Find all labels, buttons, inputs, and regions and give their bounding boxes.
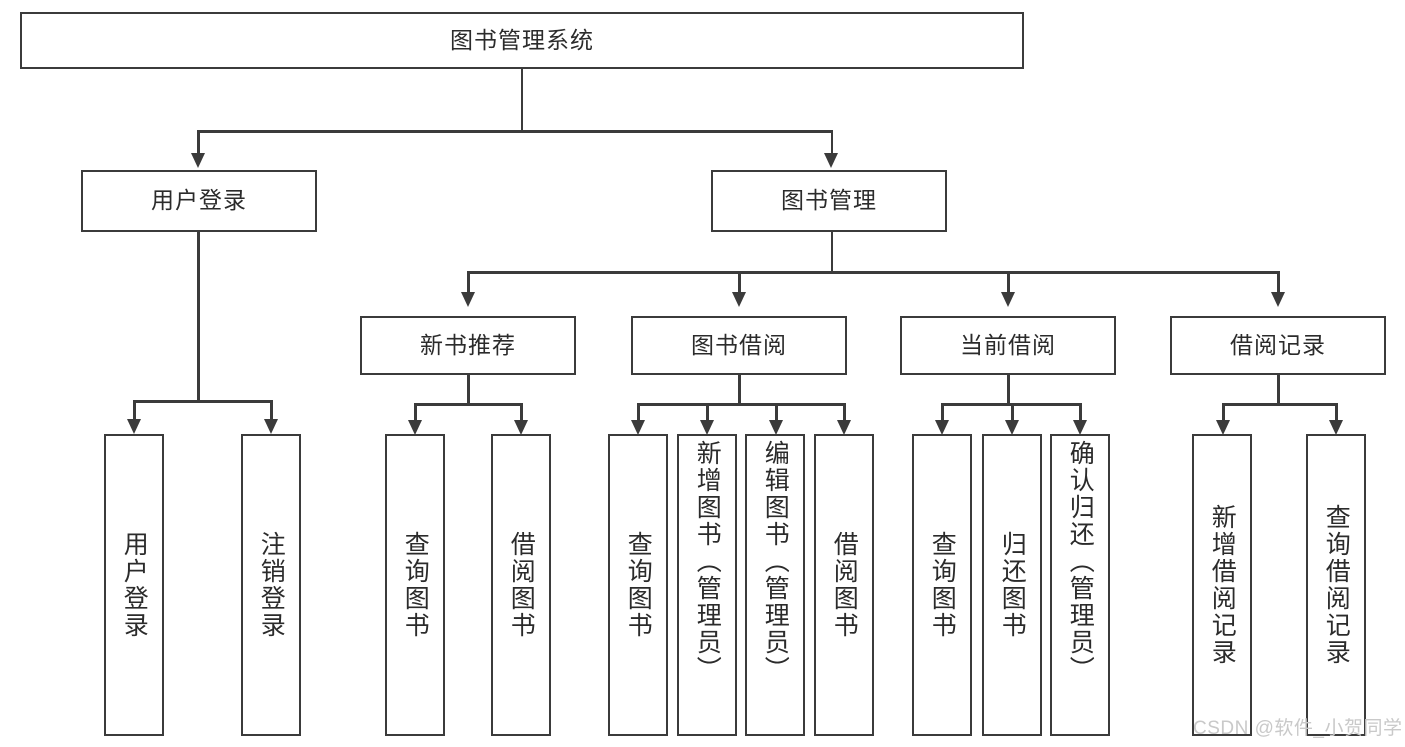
node-label: 图书管理 — [781, 187, 877, 214]
leaf-query-book-3[interactable]: 查询图书 — [912, 434, 972, 736]
node-label: 图书借阅 — [691, 331, 787, 358]
connector-bm-to-book-borrow — [738, 271, 741, 294]
connector-user-login-leaf1 — [133, 400, 136, 420]
connector-user-login-bus — [133, 400, 270, 403]
connector-book-management-bus — [467, 271, 1280, 274]
arrow-new-book-leaf2 — [513, 420, 528, 435]
connector-current-borrow-leaf1 — [941, 403, 944, 421]
node-new-book-recommend[interactable]: 新书推荐 — [360, 316, 576, 375]
leaf-label: 查询借阅记录 — [1322, 504, 1351, 666]
arrow-borrow-record-leaf1 — [1215, 420, 1230, 435]
arrow-root-to-book-management — [824, 153, 838, 168]
connector-book-borrow-leaf3 — [775, 403, 778, 421]
connector-root-stem — [520, 69, 523, 131]
arrow-bm-to-book-borrow — [731, 292, 746, 307]
connector-bm-to-borrow-record — [1277, 271, 1280, 294]
leaf-edit-book[interactable]: 编辑图书（管理员） — [745, 434, 805, 736]
arrow-new-book-leaf1 — [407, 420, 422, 435]
leaf-query-book-2[interactable]: 查询图书 — [608, 434, 668, 736]
node-user-login[interactable]: 用户登录 — [81, 170, 317, 232]
leaf-label: 查询图书 — [624, 531, 653, 639]
arrow-bm-to-borrow-record — [1270, 292, 1285, 307]
connector-borrow-record-bus — [1222, 403, 1335, 406]
arrow-bm-to-new-book — [460, 292, 475, 307]
connector-book-borrow-leaf4 — [843, 403, 846, 421]
leaf-add-book[interactable]: 新增图书（管理员） — [677, 434, 737, 736]
node-book-management[interactable]: 图书管理 — [711, 170, 947, 232]
arrow-current-borrow-leaf3 — [1072, 420, 1087, 435]
connector-new-book-stem — [467, 375, 470, 405]
connector-bm-to-new-book — [467, 271, 470, 294]
leaf-label: 归还图书 — [998, 531, 1027, 639]
connector-book-management-stem — [830, 232, 833, 272]
connector-bm-to-current-borrow — [1007, 271, 1010, 294]
arrow-book-borrow-leaf2 — [699, 420, 714, 435]
leaf-user-login[interactable]: 用户登录 — [104, 434, 164, 736]
connector-borrow-record-leaf2 — [1335, 403, 1338, 421]
connector-book-borrow-leaf1 — [637, 403, 640, 421]
watermark-text: CSDN @软件_小贺同学 — [1193, 718, 1403, 739]
leaf-query-book-1[interactable]: 查询图书 — [385, 434, 445, 736]
connector-new-book-bus — [414, 403, 520, 406]
node-label: 当前借阅 — [960, 331, 1056, 358]
node-label: 图书管理系统 — [450, 26, 594, 53]
arrow-book-borrow-leaf3 — [768, 420, 783, 435]
node-borrow-record[interactable]: 借阅记录 — [1170, 316, 1386, 375]
connector-new-book-leaf1 — [414, 403, 417, 421]
node-current-borrow[interactable]: 当前借阅 — [900, 316, 1116, 375]
leaf-query-record[interactable]: 查询借阅记录 — [1306, 434, 1366, 736]
leaf-label: 编辑图书（管理员） — [761, 440, 790, 683]
connector-current-borrow-leaf2 — [1011, 403, 1014, 421]
leaf-return-book[interactable]: 归还图书 — [982, 434, 1042, 736]
leaf-label: 用户登录 — [120, 531, 149, 639]
arrow-user-login-leaf2 — [263, 419, 278, 434]
leaf-label: 查询图书 — [401, 531, 430, 639]
node-book-borrow[interactable]: 图书借阅 — [631, 316, 847, 375]
connector-book-borrow-bus — [637, 403, 845, 406]
leaf-label: 查询图书 — [928, 531, 957, 639]
leaf-logout-login[interactable]: 注销登录 — [241, 434, 301, 736]
leaf-label: 新增图书（管理员） — [693, 440, 722, 683]
connector-user-login-leaf2 — [270, 400, 273, 420]
leaf-label: 借阅图书 — [830, 531, 859, 639]
leaf-confirm-return[interactable]: 确认归还（管理员） — [1050, 434, 1110, 736]
connector-current-borrow-stem — [1007, 375, 1010, 405]
leaf-add-record[interactable]: 新增借阅记录 — [1192, 434, 1252, 736]
connector-book-borrow-stem — [738, 375, 741, 405]
arrow-book-borrow-leaf4 — [836, 420, 851, 435]
arrow-borrow-record-leaf2 — [1328, 420, 1343, 435]
leaf-label: 确认归还（管理员） — [1066, 440, 1095, 683]
leaf-borrow-book-2[interactable]: 借阅图书 — [814, 434, 874, 736]
leaf-label: 借阅图书 — [507, 531, 536, 639]
connector-borrow-record-leaf1 — [1222, 403, 1225, 421]
arrow-user-login-leaf1 — [126, 419, 141, 434]
connector-user-login-stem — [197, 232, 200, 402]
connector-current-borrow-leaf3 — [1079, 403, 1082, 421]
arrow-current-borrow-leaf1 — [934, 420, 949, 435]
node-label: 借阅记录 — [1230, 331, 1326, 358]
connector-root-to-user-login — [197, 130, 200, 155]
arrow-root-to-user-login — [190, 153, 205, 168]
connector-root-to-book-management — [830, 130, 833, 155]
arrow-bm-to-current-borrow — [1000, 292, 1015, 307]
node-label: 新书推荐 — [420, 331, 516, 358]
node-label: 用户登录 — [151, 187, 247, 214]
leaf-label: 注销登录 — [257, 531, 286, 639]
connector-root-bus — [197, 130, 833, 133]
arrow-book-borrow-leaf1 — [630, 420, 645, 435]
leaf-borrow-book-1[interactable]: 借阅图书 — [491, 434, 551, 736]
connector-borrow-record-stem — [1277, 375, 1280, 405]
node-root-system[interactable]: 图书管理系统 — [20, 12, 1024, 69]
connector-book-borrow-leaf2 — [706, 403, 709, 421]
connector-new-book-leaf2 — [520, 403, 523, 421]
leaf-label: 新增借阅记录 — [1208, 504, 1237, 666]
arrow-current-borrow-leaf2 — [1004, 420, 1019, 435]
